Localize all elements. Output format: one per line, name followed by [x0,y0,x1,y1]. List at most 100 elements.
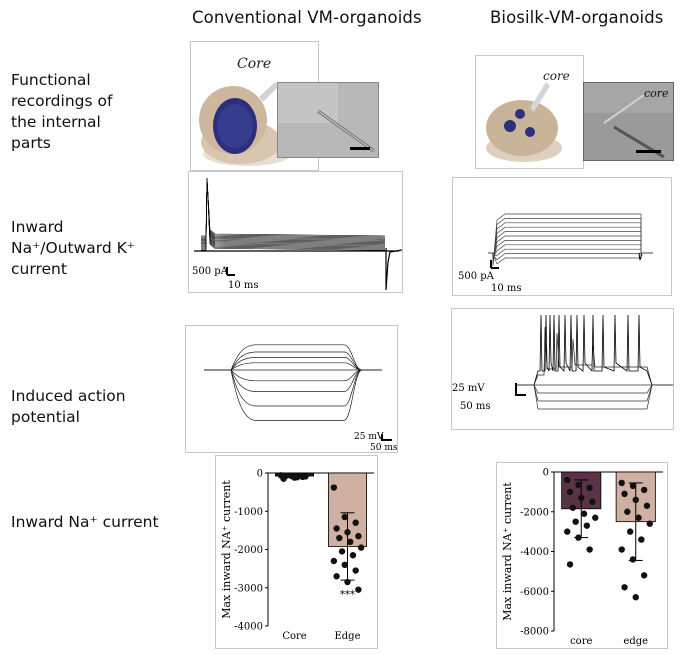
scalebar-lines [490,260,499,269]
row-label-line: current [11,260,67,278]
data-point [643,502,651,509]
column-header-conventional: Conventional VM-organoids [192,8,422,27]
y-tick-label: -4000 [234,622,263,633]
row-label-line: the internal [11,113,101,131]
scalebar-lines [515,383,526,396]
electrode-tip [259,82,279,102]
organoid-core-inner [217,104,253,148]
current-trace [201,177,386,243]
data-point [640,572,648,579]
data-point [566,488,574,496]
scalebar-x-label: 50 ms [370,443,397,452]
organoid-illustration: Core [199,56,291,166]
y-tick-label: -2000 [234,545,263,556]
y-tick-label: 0 [543,468,549,479]
trace-group [194,177,399,252]
trace-group [517,314,673,410]
x-tick-label: edge [623,636,648,647]
scalebar-lines [226,267,235,276]
current-trace [488,252,653,265]
voltage-trace [204,362,382,371]
row-label-current: Inward Na⁺/Outward K⁺ current [11,217,135,280]
data-point [344,578,351,586]
data-point [635,514,642,521]
biosilk-current-traces: 500 pA 10 ms [452,177,672,296]
tail-current [385,248,402,291]
data-point [566,561,574,568]
data-point [646,520,653,527]
scalebar-x-label: 10 ms [491,283,522,294]
row-label-line: Inward [11,218,64,236]
organoid-core-b [525,127,535,137]
data-point [632,496,639,504]
data-point [629,482,637,490]
row-label-line: recordings of [11,92,113,110]
current-trace [201,177,386,237]
current-trace [201,177,386,251]
conventional-current-traces: 500 pA 10 ms [188,171,403,293]
electrode-tip [530,82,550,112]
pipette-highlight [317,110,375,152]
data-point [618,546,625,553]
voltage-trace [204,357,382,371]
voltage-trace [204,344,382,371]
data-point [589,498,596,506]
data-point [569,504,577,511]
biosilk-organoid-image: core [475,55,584,169]
data-point [330,484,338,491]
current-trace [201,177,386,241]
y-tick-label: -8000 [520,627,549,638]
current-trace [488,222,653,264]
row-label-line: potential [11,408,80,426]
scalebar-y-label: 25 mV [452,383,485,394]
data-point [357,544,365,551]
data-point [621,584,628,591]
core-label: core [644,87,669,100]
significance-annotation: *** [340,589,355,600]
organoid-illustration: core [486,69,570,162]
data-point [330,557,338,565]
micrograph: core [584,83,673,160]
voltage-trace [204,369,382,382]
data-point [632,594,639,601]
current-trace-plot: 500 pA 10 ms [192,177,402,291]
current-trace [201,177,386,240]
data-point [341,513,348,521]
row-label-functional: Functional recordings of the internal pa… [11,70,112,154]
data-point [352,519,359,526]
voltage-trace [204,369,382,407]
data-point [640,486,648,494]
data-point [344,529,351,536]
data-point [575,534,582,541]
y-tick-label: 0 [257,469,263,480]
current-trace-plot: 500 pA 10 ms [458,213,653,294]
current-trace [488,248,653,257]
tail-current [638,252,643,261]
scale-bar [636,150,661,153]
data-point [302,473,309,480]
row-label-line: Functional [11,71,91,89]
y-axis-label: Max inward NA⁺ current [501,482,514,621]
conventional-micrograph-inset [277,82,379,158]
data-point [349,552,357,559]
conventional-ap-traces: 25 mV 50 ms [185,325,398,453]
y-tick-label: -6000 [520,587,549,598]
data-point [580,510,588,517]
trace-group [204,344,382,421]
organoid-core-c [515,109,525,119]
current-trace [201,177,386,239]
data-point [624,508,631,515]
micrograph [278,83,378,157]
data-point [618,479,625,487]
voltage-trace [204,351,382,371]
data-point [626,528,634,535]
row-label-na-current: Inward Na⁺ current [11,512,159,533]
data-point [592,514,599,521]
current-trace [201,177,386,238]
x-tick-label: core [570,636,592,647]
data-point [564,528,571,535]
current-trace [201,177,386,242]
